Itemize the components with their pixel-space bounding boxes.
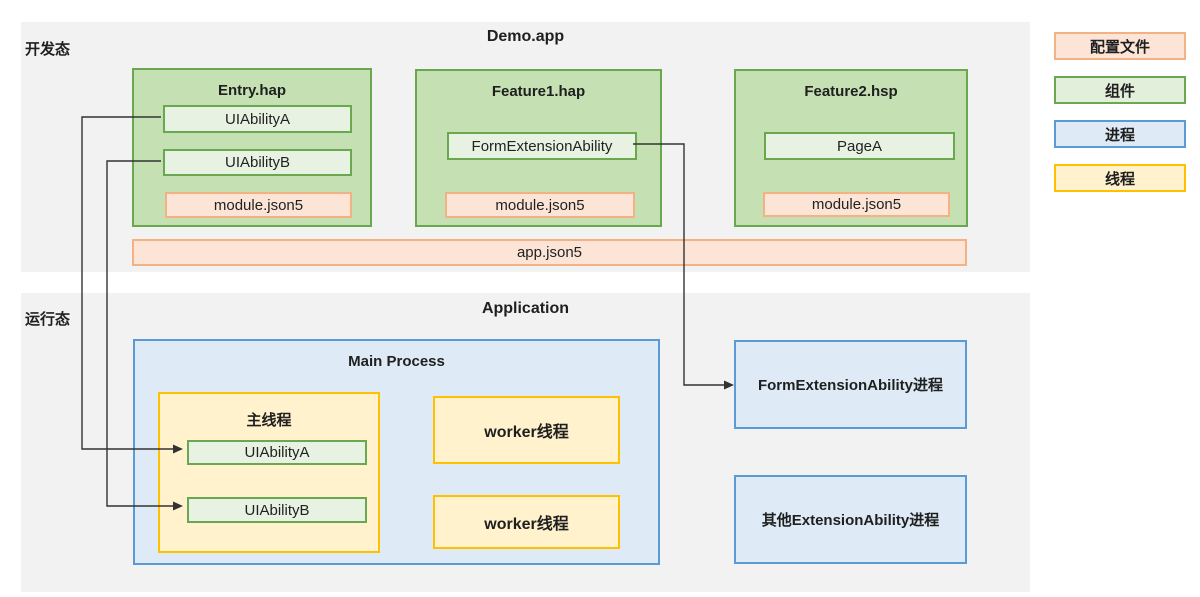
entry-module-json5-chip: module.json5 [165, 192, 352, 218]
application-title: Application [481, 300, 570, 317]
main-thread-title: 主线程 [246, 412, 292, 429]
worker-thread-box-1: worker线程 [433, 396, 620, 464]
feature1-hap-box: Feature1.hap FormExtensionAbility module… [415, 69, 662, 227]
legend-process: 进程 [1054, 120, 1186, 148]
form-extension-ability-chip: FormExtensionAbility [447, 132, 637, 160]
main-process-box: Main Process 主线程 UIAbilityA UIAbilityB w… [133, 339, 660, 565]
feature1-module-json5-chip: module.json5 [445, 192, 635, 218]
dev-state-label: 开发态 [25, 41, 71, 58]
page-a-chip: PageA [764, 132, 955, 160]
entry-hap-box: Entry.hap UIAbilityA UIAbilityB module.j… [132, 68, 372, 227]
uiability-b-runtime-chip: UIAbilityB [187, 497, 367, 523]
feature2-module-json5-chip: module.json5 [763, 192, 950, 217]
legend-config-file: 配置文件 [1054, 32, 1186, 60]
legend-thread: 线程 [1054, 164, 1186, 192]
main-thread-box: 主线程 UIAbilityA UIAbilityB [158, 392, 380, 553]
feature1-hap-title: Feature1.hap [491, 83, 586, 100]
entry-hap-title: Entry.hap [217, 82, 287, 99]
uiability-a-runtime-chip: UIAbilityA [187, 440, 367, 465]
demo-app-title: Demo.app [486, 28, 565, 45]
uiability-b-dev-chip: UIAbilityB [163, 149, 352, 176]
app-json5-bar: app.json5 [132, 239, 967, 266]
legend-component: 组件 [1054, 76, 1186, 104]
form-extension-ability-process-box: FormExtensionAbility进程 [734, 340, 967, 429]
other-extension-ability-process-box: 其他ExtensionAbility进程 [734, 475, 967, 564]
uiability-a-dev-chip: UIAbilityA [163, 105, 352, 133]
worker-thread-box-2: worker线程 [433, 495, 620, 549]
main-process-title: Main Process [348, 353, 445, 370]
feature2-hsp-title: Feature2.hsp [804, 83, 898, 100]
runtime-state-label: 运行态 [25, 311, 71, 328]
feature2-hsp-box: Feature2.hsp PageA module.json5 [734, 69, 968, 227]
